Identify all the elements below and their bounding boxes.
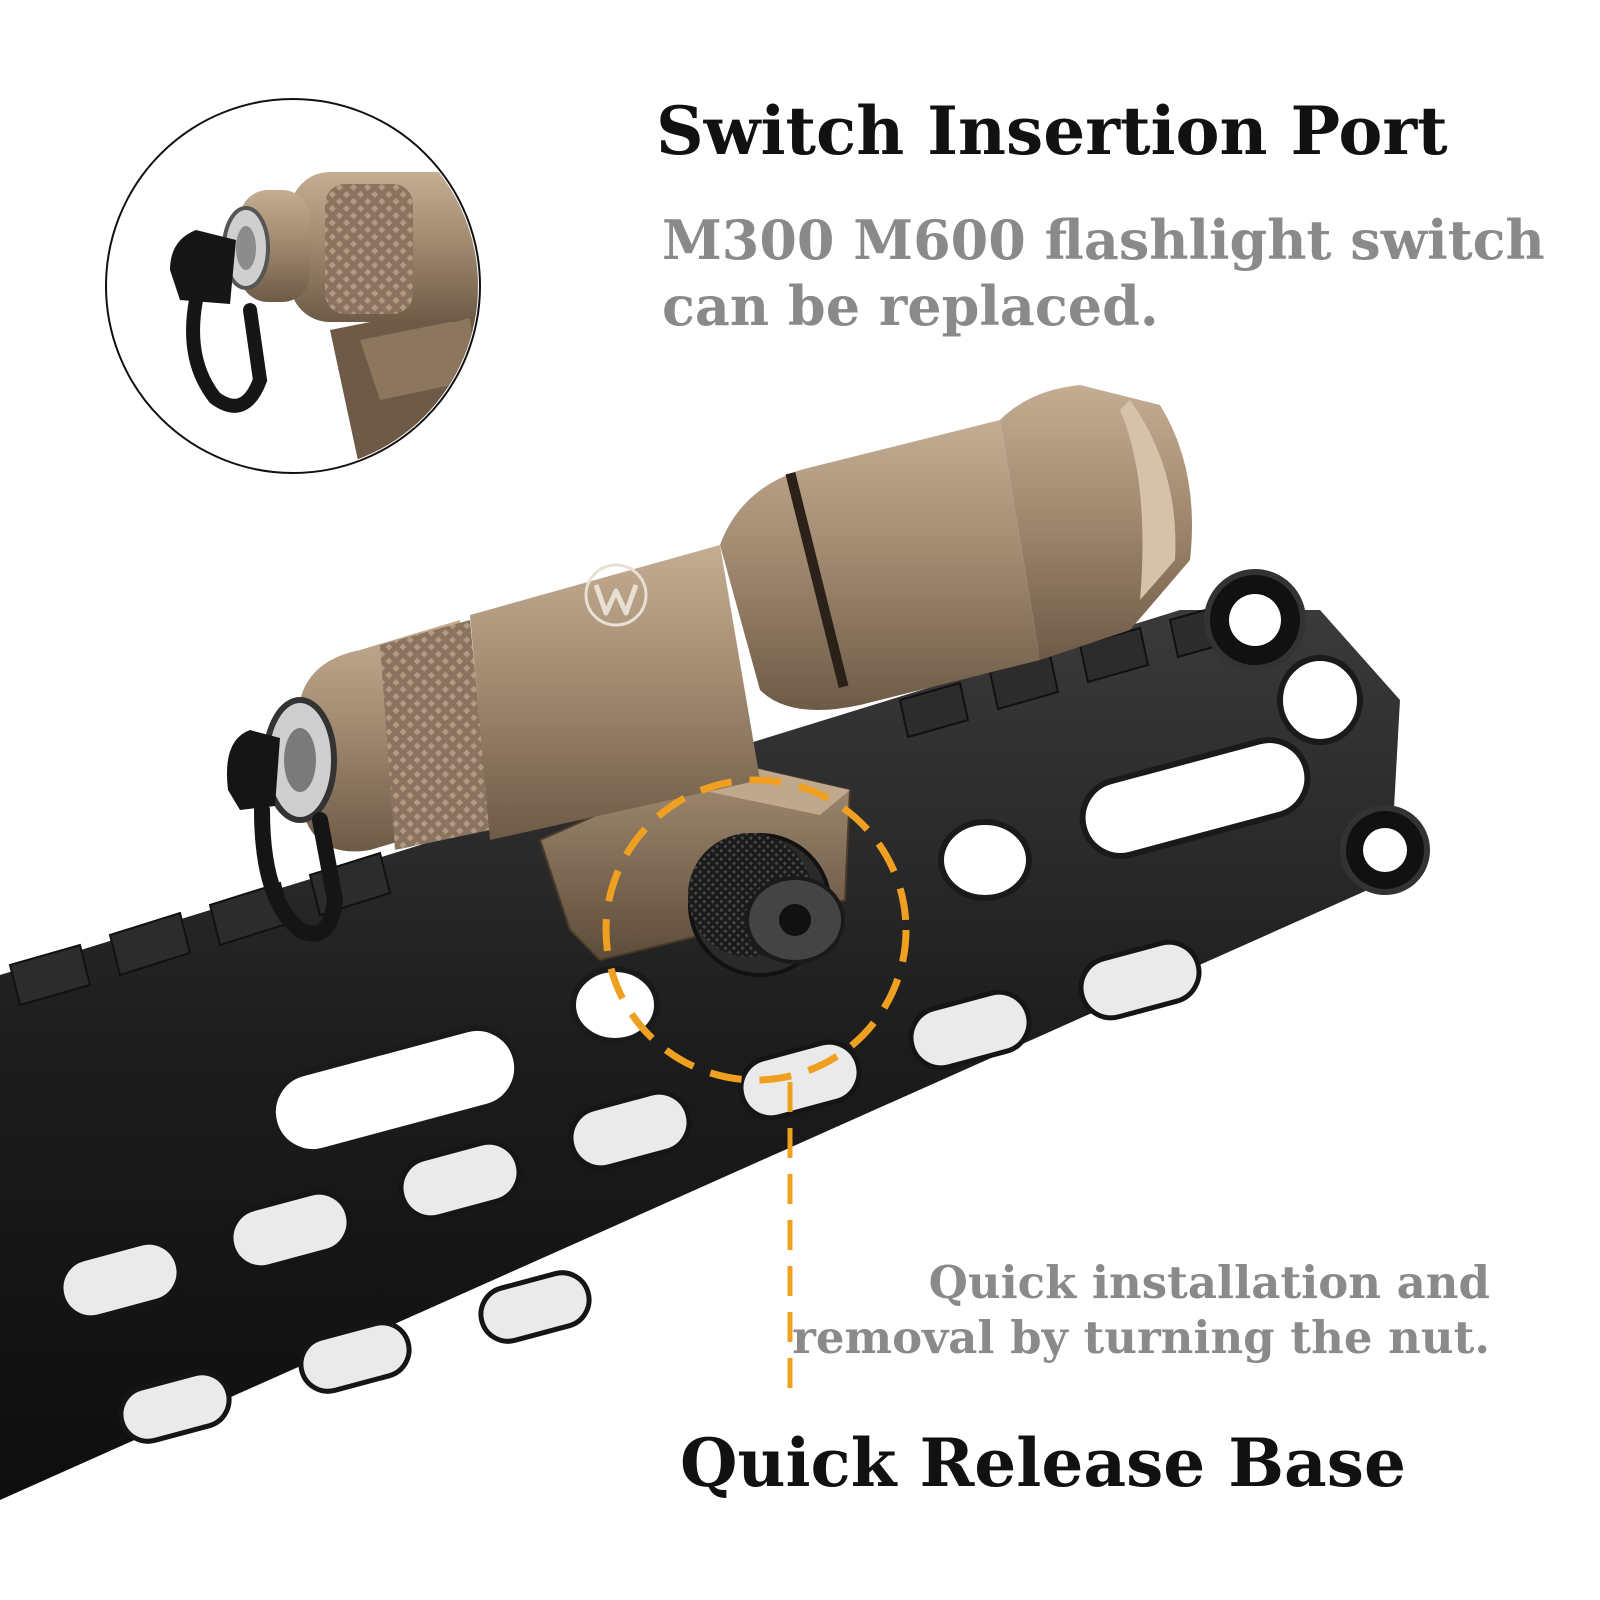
quick-release-description-line1: Quick installation and [928,1256,1490,1309]
switch-port-description: M300 M600 flashlight switch can be repla… [662,208,1545,340]
flashlight [226,385,1192,977]
quick-release-title: Quick Release Base [680,1424,1406,1502]
switch-port-description-line1: M300 M600 flashlight switch [662,208,1545,272]
thumb-nut [688,833,845,977]
switch-port-description-line2: can be replaced. [662,273,1159,338]
quick-release-description-line2: removal by turning the nut. [792,1310,1490,1364]
handguard-rail [0,569,1430,1500]
brand-logo-icon [584,563,648,627]
switch-port-title: Switch Insertion Port [656,92,1448,170]
switch-port-inset [105,98,481,474]
quick-release-description: Quick installation and removal by turnin… [792,1256,1490,1366]
quick-release-highlight [602,776,910,1400]
